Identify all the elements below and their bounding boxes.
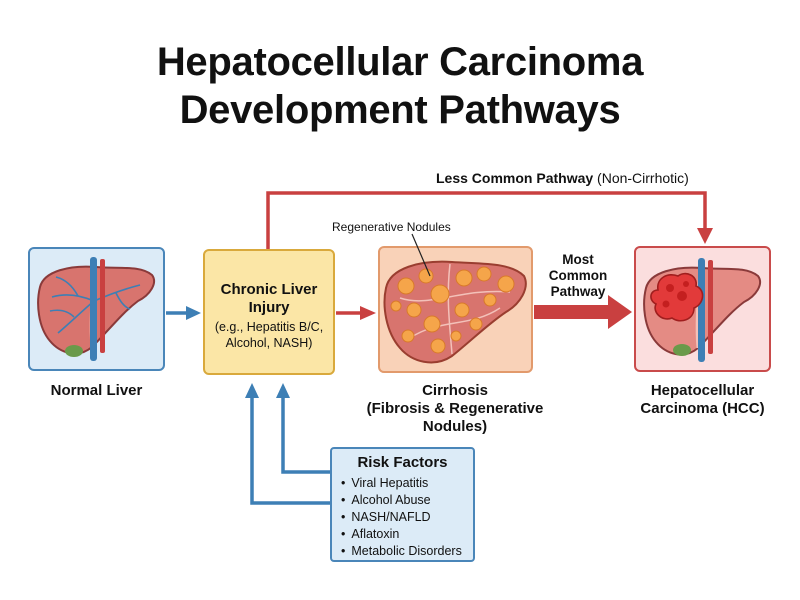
- arrow-risk-to-injury-outer: [245, 383, 330, 505]
- chronic-liver-injury-subtitle: (e.g., Hepatitis B/C, Alcohol, NASH): [214, 320, 324, 350]
- normal-liver-label: Normal Liver: [50, 382, 143, 399]
- hcc-liver-icon: [643, 258, 762, 362]
- risk-factor-item: Viral Hepatitis: [341, 475, 473, 492]
- arrow-injury-to-cirrhosis: [336, 306, 376, 320]
- less-common-pathway-label: Less Common Pathway (Non-Cirrhotic): [436, 170, 689, 186]
- chronic-liver-injury-title: Chronic Liver Injury: [220, 281, 318, 316]
- arrow-risk-to-injury-inner: [276, 383, 330, 474]
- cirrhosis-label-line-1: Cirrhosis: [422, 382, 488, 399]
- hcc-label: Hepatocellular Carcinoma (HCC): [610, 382, 795, 418]
- less-common-pathway-bold: Less Common Pathway: [436, 170, 594, 186]
- most-common-line-1: Most: [562, 252, 594, 267]
- cirrhosis-label-line-3: Nodules): [422, 418, 488, 435]
- risk-factor-item: Metabolic Disorders: [341, 543, 473, 560]
- diagram-title: Hepatocellular Carcinoma Development Pat…: [0, 38, 800, 134]
- risk-factor-item: NASH/NAFLD: [341, 509, 473, 526]
- hcc-label-line-2: Carcinoma (HCC): [640, 400, 765, 417]
- most-common-line-2: Common: [548, 268, 608, 283]
- hcc-box: [634, 246, 771, 372]
- arrow-cirrhosis-to-hcc: [534, 295, 632, 329]
- regenerative-nodules-annotation: Regenerative Nodules: [332, 220, 451, 234]
- less-common-pathway-note: (Non-Cirrhotic): [597, 170, 689, 186]
- risk-factors-list: Viral Hepatitis Alcohol Abuse NASH/NAFLD…: [332, 475, 473, 560]
- chronic-liver-injury-box: Chronic Liver Injury (e.g., Hepatitis B/…: [203, 249, 335, 375]
- arrow-less-common-pathway: [266, 191, 713, 249]
- normal-liver-box: [28, 247, 165, 371]
- most-common-line-3: Pathway: [550, 284, 606, 299]
- hcc-label-line-1: Hepatocellular: [650, 382, 755, 399]
- title-line-1: Hepatocellular Carcinoma: [156, 40, 644, 84]
- annotation-pointer-line: [411, 233, 431, 277]
- cirrhosis-label-line-2: (Fibrosis & Regenerative: [366, 400, 544, 417]
- chronic-liver-injury-text: Chronic Liver Injury (e.g., Hepatitis B/…: [205, 281, 333, 351]
- arrow-normal-to-injury: [166, 306, 201, 320]
- title-line-2: Development Pathways: [179, 88, 621, 132]
- most-common-pathway-label: Most Common Pathway: [538, 252, 618, 300]
- risk-factor-item: Alcohol Abuse: [341, 492, 473, 509]
- cirrhosis-box: [378, 246, 533, 373]
- risk-factors-title: Risk Factors: [357, 454, 448, 471]
- cirrhosis-label: Cirrhosis (Fibrosis & Regenerative Nodul…: [340, 382, 570, 436]
- normal-liver-icon: [37, 257, 156, 361]
- cirrhotic-liver-icon: [383, 260, 527, 364]
- risk-factor-item: Aflatoxin: [341, 526, 473, 543]
- risk-factors-box: Risk Factors Viral Hepatitis Alcohol Abu…: [330, 447, 475, 562]
